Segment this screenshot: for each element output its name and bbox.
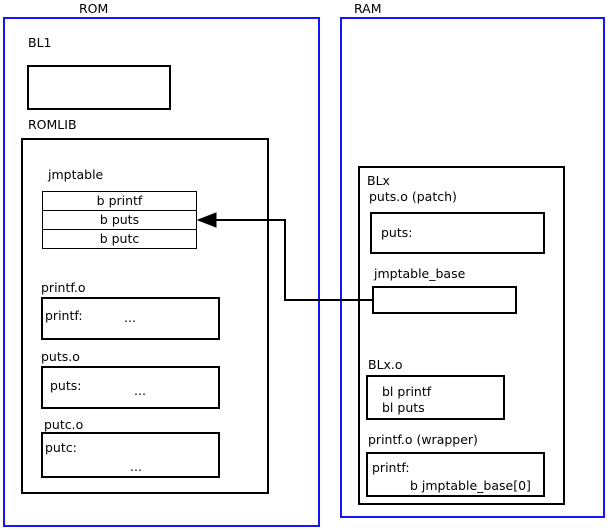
blx-o-box: bl printf bl puts: [366, 375, 505, 420]
rom-printf-o-box: printf: ...: [41, 297, 220, 340]
rom-region-title: ROM: [79, 1, 109, 16]
jmptable-entry-b-printf: b printf: [42, 191, 197, 211]
jmptable-label: jmptable: [48, 167, 104, 182]
jmptable-base-label: jmptable_base: [374, 266, 466, 281]
blx-o-line-bl-puts: bl puts: [382, 400, 425, 415]
blx-label: BLx: [367, 173, 390, 188]
rom-putc-o-box: putc: ...: [41, 432, 220, 478]
rom-puts-o-box: puts: ...: [41, 366, 220, 409]
ram-puts-patch-label: puts.o (patch): [369, 189, 457, 204]
romlib-label: ROMLIB: [28, 117, 77, 132]
bl1-label: BL1: [28, 35, 52, 50]
rom-printf-ellipsis: ...: [124, 310, 136, 325]
rom-puts-symbol: puts:: [50, 378, 82, 393]
rom-printf-symbol: printf:: [45, 308, 83, 323]
printf-wrapper-symbol: printf:: [372, 460, 410, 475]
rom-putc-o-label: putc.o: [44, 417, 84, 432]
rom-puts-o-label: puts.o: [41, 349, 80, 364]
bl1-box: [27, 65, 171, 110]
rom-printf-o-label: printf.o: [41, 280, 86, 295]
rom-putc-ellipsis: ...: [130, 459, 142, 474]
blx-o-label: BLx.o: [368, 357, 403, 372]
rom-putc-symbol: putc:: [45, 440, 77, 455]
blx-o-line-bl-printf: bl printf: [382, 384, 432, 399]
printf-wrapper-box: printf: b jmptable_base[0]: [366, 452, 545, 497]
jmptable-entry-b-putc: b putc: [42, 229, 197, 249]
jmptable-entry-b-puts: b puts: [42, 210, 197, 230]
ram-puts-patch-symbol: puts:: [381, 225, 413, 240]
printf-wrapper-instruction: b jmptable_base[0]: [410, 478, 531, 493]
rom-puts-ellipsis: ...: [134, 383, 146, 398]
jmptable-base-box: [372, 286, 517, 314]
ram-region-title: RAM: [354, 1, 382, 16]
ram-puts-patch-box: puts:: [370, 212, 545, 254]
printf-wrapper-label: printf.o (wrapper): [368, 432, 478, 447]
